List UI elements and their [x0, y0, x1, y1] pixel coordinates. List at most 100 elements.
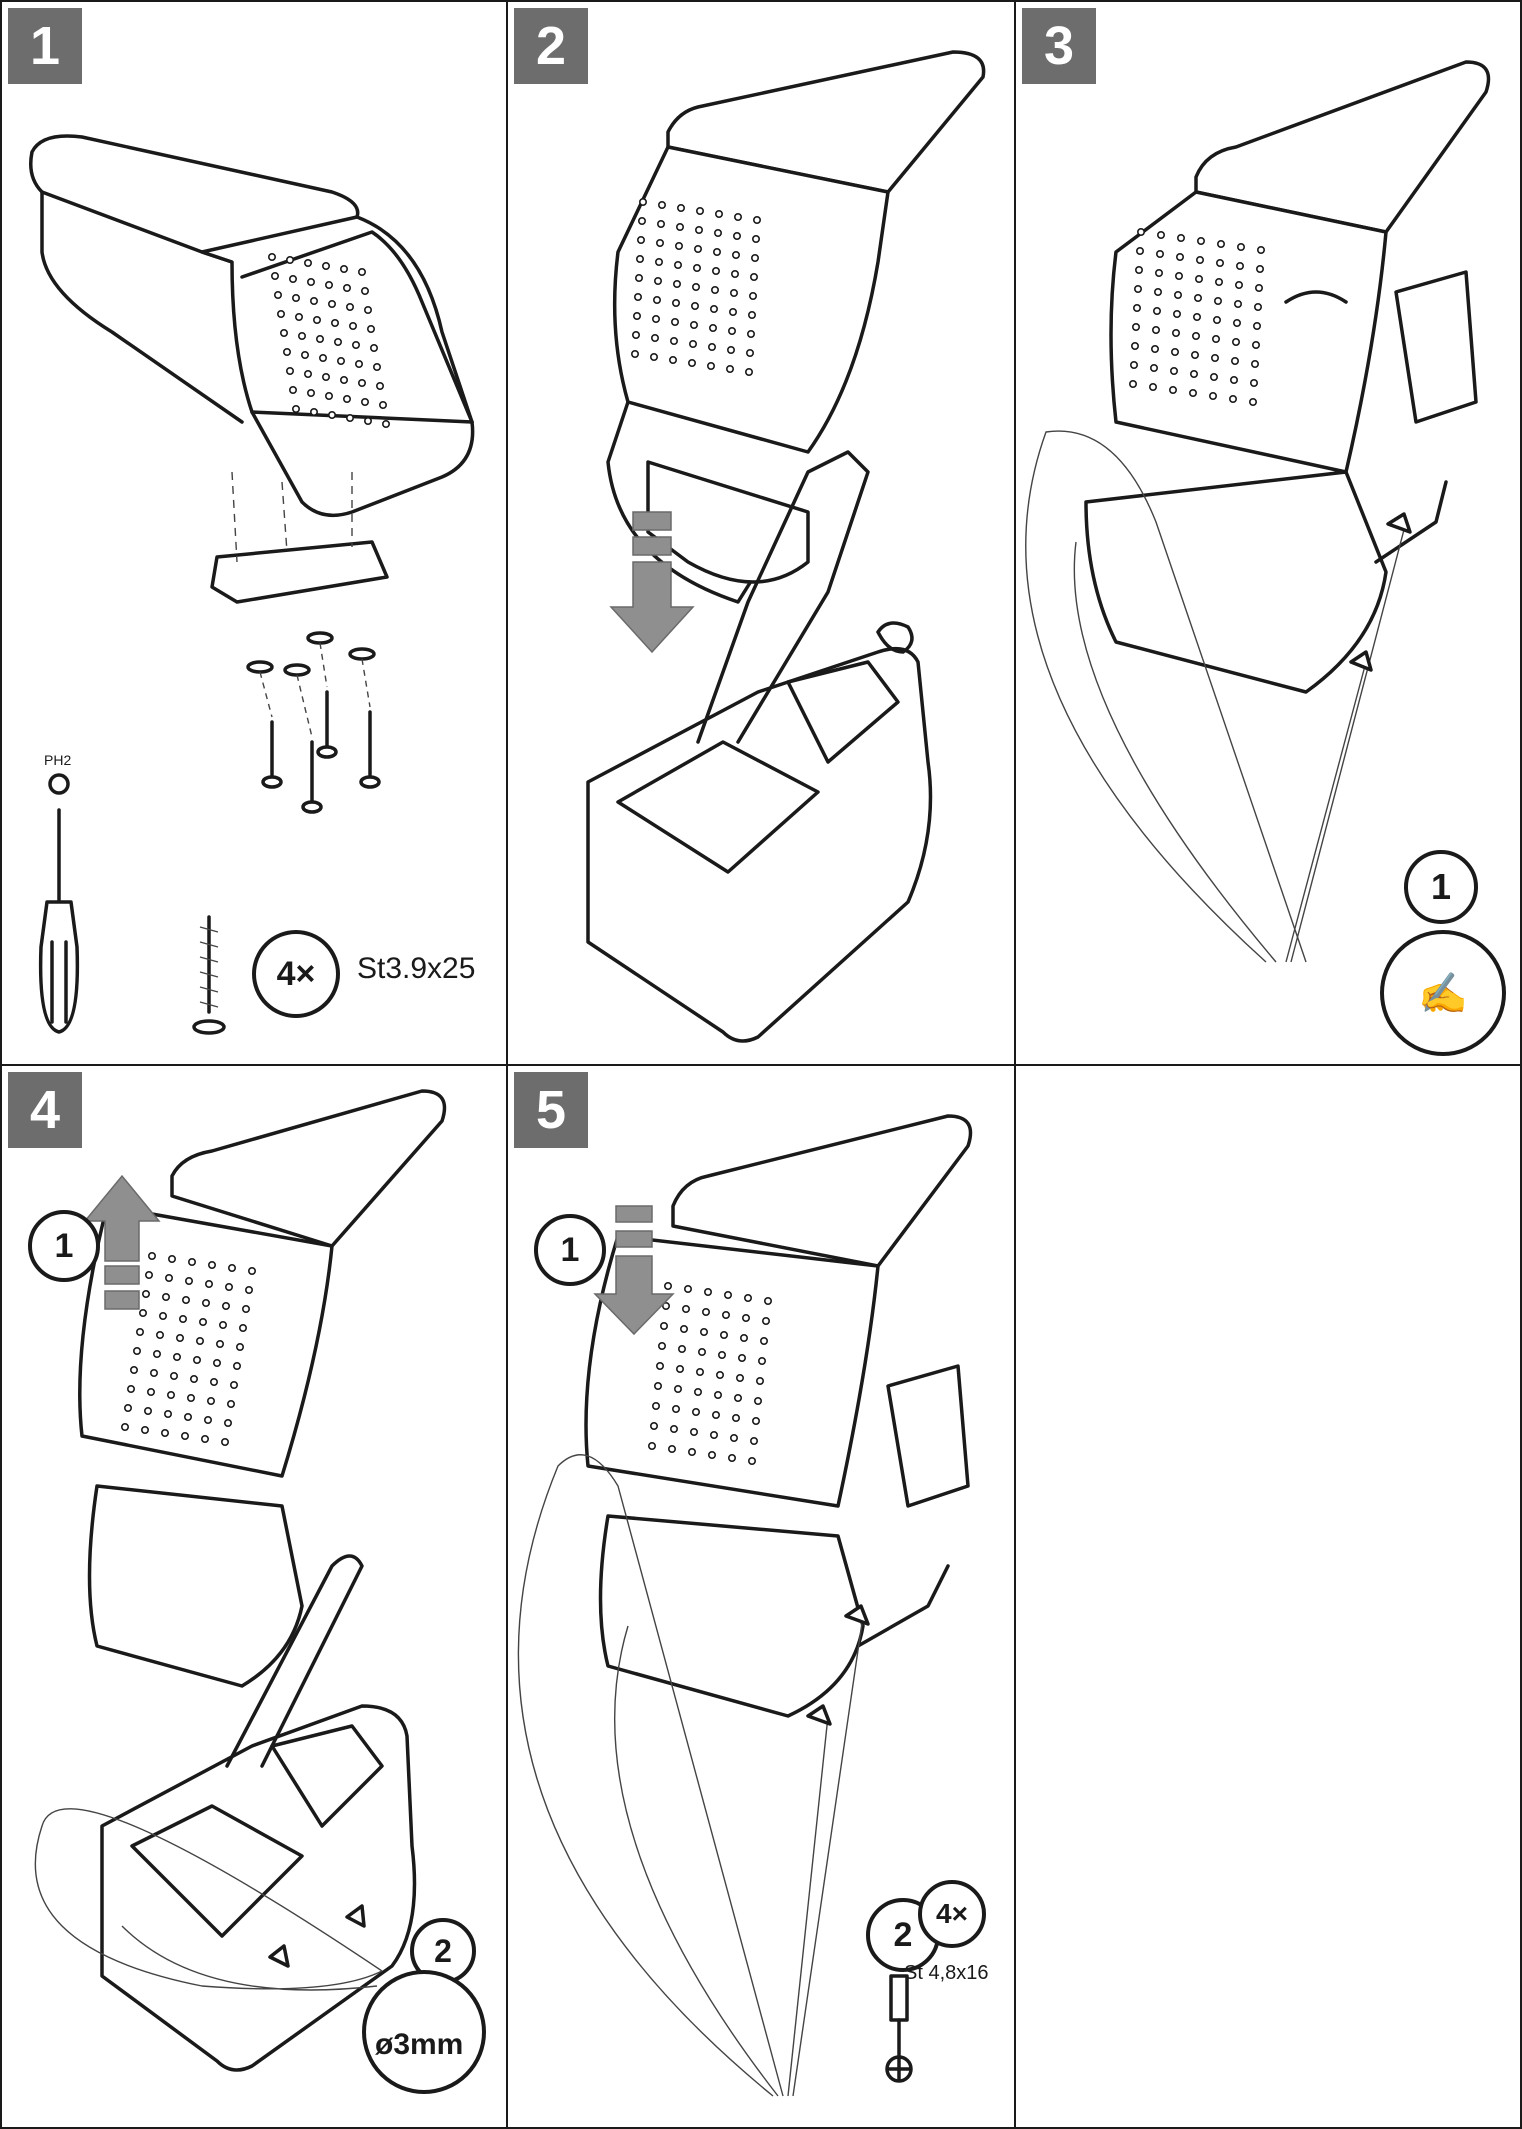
perforation-dot: [632, 330, 641, 339]
perforation-dot: [294, 312, 303, 321]
perforation-dot: [652, 1401, 661, 1410]
perforation-dot: [742, 1314, 751, 1323]
down-arrow-icon: [593, 1205, 675, 1336]
perforation-dot: [728, 1453, 737, 1462]
perforation-dot: [145, 1271, 154, 1280]
perforation-dot: [210, 1377, 219, 1386]
perforation-dot: [276, 309, 285, 318]
perforation-dot: [279, 328, 288, 337]
perforation-dot: [233, 1361, 242, 1370]
perforation-dot: [1235, 280, 1244, 289]
down-arrow-icon: [609, 511, 695, 654]
perforation-dot: [1150, 363, 1159, 372]
empty-panel: [1014, 1064, 1522, 2129]
perforation-dot: [375, 381, 384, 390]
perforation-dot: [225, 1283, 234, 1292]
screw-count-badge: 4×: [252, 930, 340, 1018]
perforation-dot: [750, 272, 759, 281]
perforation-dot: [713, 248, 722, 257]
perforation-dot: [1176, 253, 1185, 262]
perforation-dot: [315, 334, 324, 343]
step-5-callout-1: 1: [534, 1214, 606, 1286]
perforation-dot: [718, 1350, 727, 1359]
perforation-dot: [660, 1321, 669, 1330]
perforation-dot: [339, 264, 348, 273]
perforation-dot: [730, 288, 739, 297]
perforation-dot: [236, 1342, 245, 1351]
perforation-dot: [190, 1374, 199, 1383]
perforation-dot: [751, 254, 760, 263]
perforation-dot: [270, 271, 279, 280]
perforation-dot: [285, 366, 294, 375]
perforation-dot: [700, 1327, 709, 1336]
perforation-dot: [698, 1347, 707, 1356]
perforation-dot: [321, 261, 330, 270]
perforation-dot: [729, 307, 738, 316]
perforation-dot: [691, 301, 700, 310]
perforation-dot: [187, 1393, 196, 1402]
perforation-dot: [144, 1406, 153, 1415]
perforation-dot: [696, 1367, 705, 1376]
perforation-dot: [153, 1349, 162, 1358]
perforation-dot: [738, 1353, 747, 1362]
step-3-illustration: [1025, 60, 1491, 963]
perforation-dot: [1130, 360, 1139, 369]
step-1-panel: 1: [0, 0, 508, 1066]
perforation-dot: [357, 267, 366, 276]
perforation-dot: [306, 277, 315, 286]
perforation-dot: [381, 419, 390, 428]
perforation-dot: [654, 276, 663, 285]
perforation-dot: [1154, 287, 1163, 296]
perforation-dot: [745, 367, 754, 376]
step-5-illustration: [517, 1114, 973, 2097]
step-3-badge: 3: [1022, 8, 1096, 84]
perforation-dot: [147, 1387, 156, 1396]
perforation-dot: [141, 1425, 150, 1434]
perforation-dot: [142, 1290, 151, 1299]
perforation-dot: [633, 311, 642, 320]
perforation-dot: [736, 1373, 745, 1382]
perforation-dot: [1234, 299, 1243, 308]
perforation-dot: [242, 1305, 251, 1314]
perforation-dot: [756, 1376, 765, 1385]
perforation-dot: [748, 1456, 757, 1465]
perforation-dot: [208, 1261, 217, 1270]
perforation-dot: [1152, 325, 1161, 334]
perforation-dot: [631, 349, 640, 358]
perforation-dot: [639, 198, 648, 207]
perforation-dot: [662, 1302, 671, 1311]
perforation-dot: [1189, 388, 1198, 397]
perforation-dot: [727, 345, 736, 354]
perforation-dot: [1192, 331, 1201, 340]
perforation-dot: [747, 329, 756, 338]
perforation-dot: [245, 1286, 254, 1295]
screw-spec-label: St3.9x25: [357, 952, 476, 985]
perforation-dot: [1255, 283, 1264, 292]
perforation-dot: [324, 280, 333, 289]
perforation-dot: [1190, 369, 1199, 378]
perforation-dot: [1157, 231, 1166, 240]
perforation-dot: [758, 1356, 767, 1365]
perforation-dot: [291, 404, 300, 413]
perforation-dot: [1212, 334, 1221, 343]
perforation-dot: [228, 1264, 237, 1273]
perforation-dot: [222, 1302, 231, 1311]
perforation-dot: [740, 1333, 749, 1342]
perforation-dot: [696, 207, 705, 216]
perforation-dot: [695, 226, 704, 235]
perforation-dot: [1249, 397, 1258, 406]
step-1-illustration: [29, 134, 475, 1035]
perforation-dot: [669, 355, 678, 364]
perforation-dot: [1156, 250, 1165, 259]
perforation-dot: [711, 285, 720, 294]
perforation-dot: [746, 348, 755, 357]
step-5-badge: 5: [514, 1072, 588, 1148]
perforation-dot: [1216, 258, 1225, 267]
perforation-dot: [670, 336, 679, 345]
perforation-dot: [1137, 228, 1146, 237]
perforation-dot: [754, 1396, 763, 1405]
perforation-dot: [716, 1370, 725, 1379]
perforation-dot: [182, 1296, 191, 1305]
perforation-dot: [159, 1312, 168, 1321]
perforation-dot: [207, 1396, 216, 1405]
